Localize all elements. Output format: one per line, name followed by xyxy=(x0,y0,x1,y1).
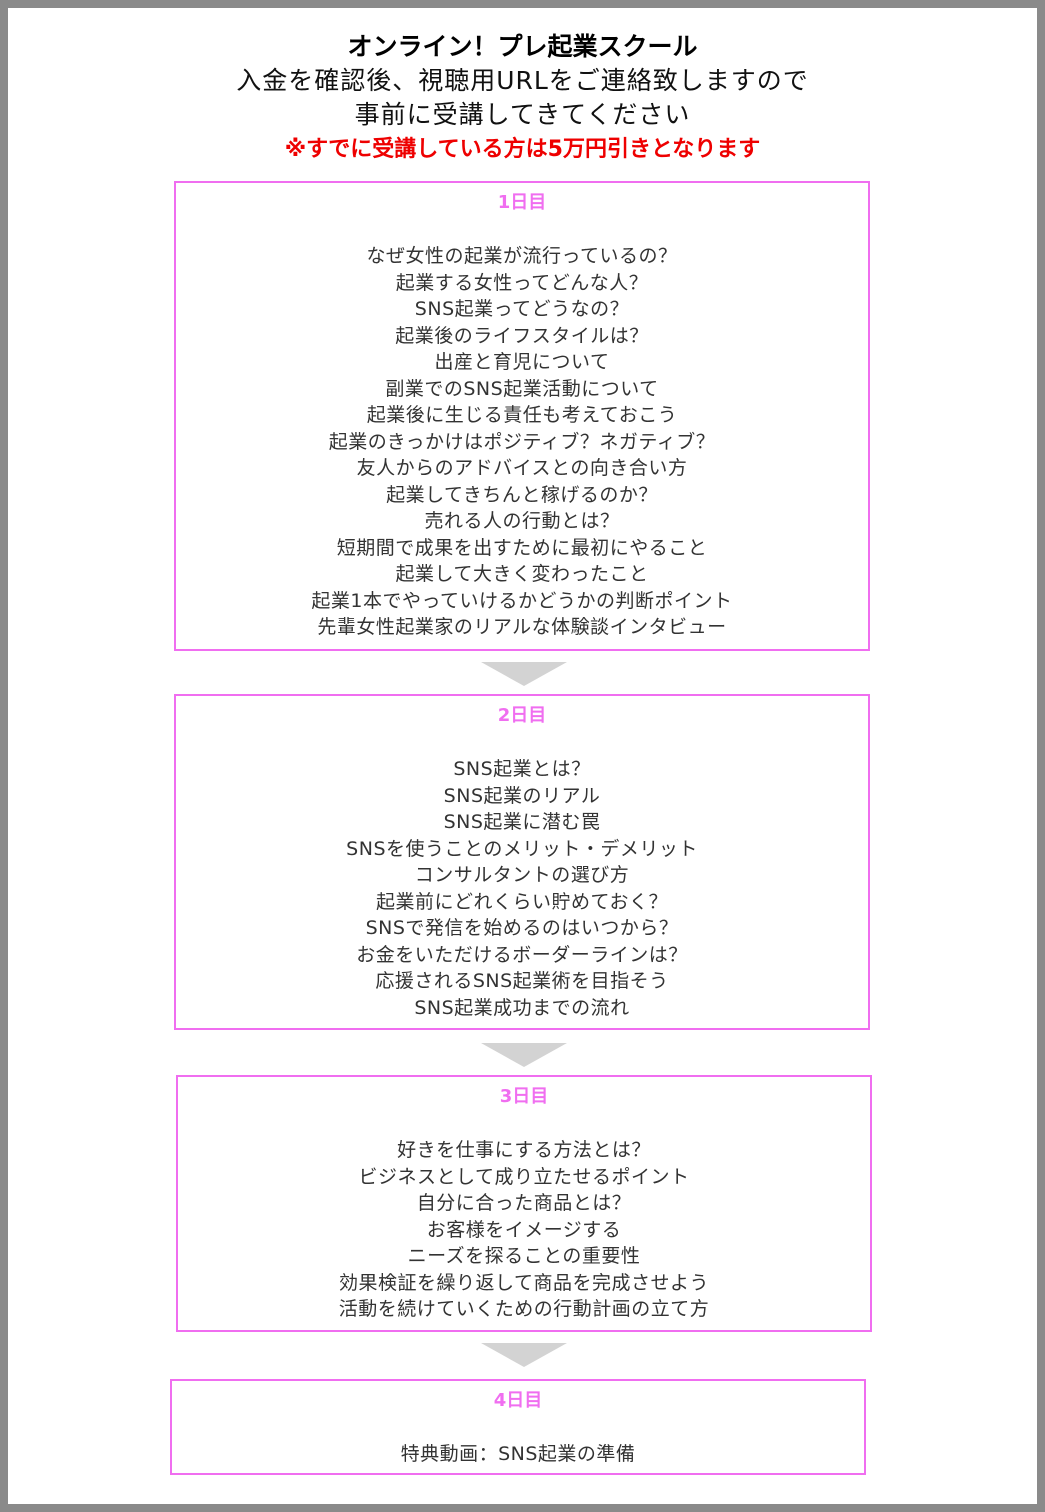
day-4-label: 4日目 xyxy=(493,1390,543,1411)
list-item: なぜ女性の起業が流行っているの？ xyxy=(366,245,678,267)
list-item: 出産と育児について xyxy=(434,351,610,373)
list-item: コンサルタントの選び方 xyxy=(414,864,630,886)
day-3-items: 好きを仕事にする方法とは？ ビジネスとして成り立たせるポイント 自分に合った商品… xyxy=(178,1137,870,1323)
instruction-line-1: 入金を確認後、視聴用URLをご連絡致しますので xyxy=(236,66,809,95)
day-1-label: 1日目 xyxy=(497,192,547,213)
list-item: 自分に合った商品とは？ xyxy=(416,1192,632,1214)
list-item: 起業のきっかけはポジティブ？ネガティブ？ xyxy=(328,430,716,453)
day-1-box: 1日目 なぜ女性の起業が流行っているの？ 起業する女性ってどんな人？ SNS起業… xyxy=(174,181,870,651)
list-item: 起業後のライフスタイルは？ xyxy=(395,324,649,347)
discount-note: ※すでに受講している方は5万円引きとなります xyxy=(284,137,761,162)
header: オンライン！プレ起業スクール 入金を確認後、視聴用URLをご連絡致しますので 事… xyxy=(0,30,1045,166)
down-arrow-icon xyxy=(481,662,567,686)
list-item: 起業前にどれくらい貯めておく？ xyxy=(376,890,668,913)
list-item: ニーズを探ることの重要性 xyxy=(407,1245,641,1267)
day-2-box: 2日目 SNS起業とは？ SNS起業のリアル SNS起業に潜む罠 SNSを使うこ… xyxy=(174,694,870,1030)
list-item: SNS起業のリアル xyxy=(443,784,601,807)
list-item: 効果検証を繰り返して商品を完成させよう xyxy=(339,1271,709,1294)
list-item: 短期間で成果を出すために最初にやること xyxy=(336,536,708,559)
down-arrow-icon xyxy=(481,1343,567,1367)
list-item: 起業1本でやっていけるかどうかの判断ポイント xyxy=(311,589,733,612)
page-title: オンライン！プレ起業スクール xyxy=(347,32,698,61)
list-item: 起業する女性ってどんな人？ xyxy=(395,271,649,294)
list-item: 応援されるSNS起業術を目指そう xyxy=(375,970,669,992)
list-item: SNSで発信を始めるのはいつから？ xyxy=(365,917,679,939)
day-4-box: 4日目 特典動画：SNS起業の準備 xyxy=(170,1379,866,1475)
list-item: 好きを仕事にする方法とは？ xyxy=(397,1139,651,1161)
list-item: 友人からのアドバイスとの向き合い方 xyxy=(356,457,688,479)
list-item: 売れる人の行動とは？ xyxy=(424,510,620,532)
list-item: 起業後に生じる責任も考えておこう xyxy=(366,404,678,426)
list-item: 起業してきちんと稼げるのか？ xyxy=(386,483,658,506)
day-3-box: 3日目 好きを仕事にする方法とは？ ビジネスとして成り立たせるポイント 自分に合… xyxy=(176,1075,872,1332)
list-item: 副業でのSNS起業活動について xyxy=(385,377,659,400)
list-item: SNS起業とは？ xyxy=(453,758,591,780)
down-arrow-icon xyxy=(481,1043,567,1067)
list-item: 活動を続けていくための行動計画の立て方 xyxy=(338,1298,710,1320)
list-item: お金をいただけるボーダーラインは？ xyxy=(356,943,688,966)
day-1-items: なぜ女性の起業が流行っているの？ 起業する女性ってどんな人？ SNS起業ってどう… xyxy=(176,243,868,641)
list-item: 先輩女性起業家のリアルな体験談インタビュー xyxy=(317,616,727,638)
list-item: SNSを使うことのメリット・デメリット xyxy=(346,837,698,860)
instruction-line-2: 事前に受講してきてください xyxy=(354,100,691,129)
day-4-items: 特典動画：SNS起業の準備 xyxy=(172,1441,864,1468)
list-item: SNS起業ってどうなの？ xyxy=(414,298,630,320)
day-2-items: SNS起業とは？ SNS起業のリアル SNS起業に潜む罠 SNSを使うことのメリ… xyxy=(176,756,868,1021)
list-item: 特典動画：SNS起業の準備 xyxy=(400,1443,636,1465)
list-item: SNS起業成功までの流れ xyxy=(414,996,630,1019)
day-2-label: 2日目 xyxy=(497,705,547,726)
list-item: 起業して大きく変わったこと xyxy=(395,563,649,585)
list-item: ビジネスとして成り立たせるポイント xyxy=(358,1165,690,1188)
list-item: SNS起業に潜む罠 xyxy=(443,811,601,833)
list-item: お客様をイメージする xyxy=(426,1218,622,1241)
day-3-label: 3日目 xyxy=(499,1086,549,1107)
